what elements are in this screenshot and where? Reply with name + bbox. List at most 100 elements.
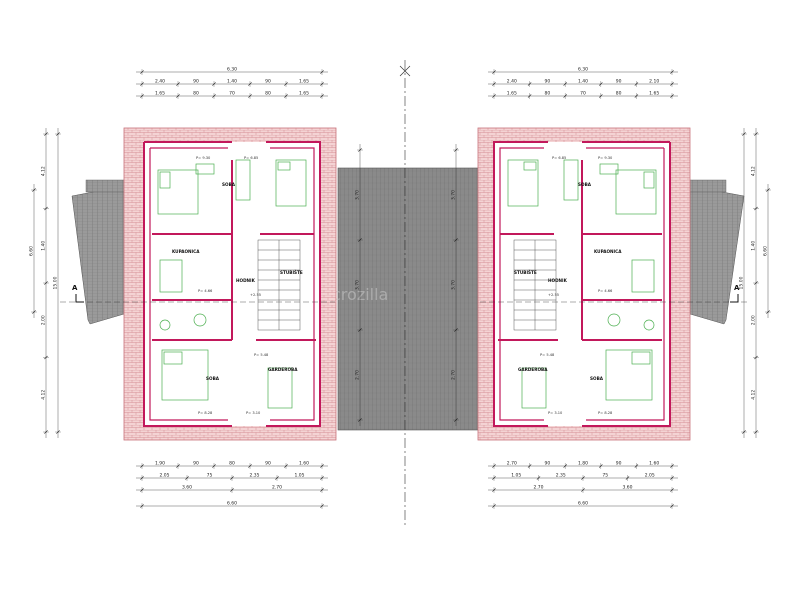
left-walls xyxy=(143,141,321,427)
dimension-label: 6.60 xyxy=(763,246,769,256)
left-room-bathroom: KUPAONICA xyxy=(172,249,200,254)
left-area-label: P= 3.10 xyxy=(246,411,261,415)
dimension-label: 80 xyxy=(616,91,622,97)
dimension-label: 15.00 xyxy=(739,276,745,289)
left-area-label: P= 5.48 xyxy=(254,353,269,357)
left-area-label: P= 6.85 xyxy=(244,156,258,160)
right-room-bedroom-top: SOBA xyxy=(578,182,592,187)
dimension-label: 75 xyxy=(602,473,608,479)
right-area-label: P= 9.30 xyxy=(598,156,613,160)
right-furniture xyxy=(507,159,657,409)
dimension-label: 2.70 xyxy=(355,370,361,380)
dimension-label: 3.60 xyxy=(622,485,632,491)
dimension-label: 90 xyxy=(265,79,271,85)
left-bottom-dim-row4: 6.60 xyxy=(136,501,328,509)
left-side-dims-a: 4.12 1.40 2.00 4.12 xyxy=(41,128,49,438)
right-level-mark: +2.55 xyxy=(548,293,559,297)
dimension-label: 2.10 xyxy=(649,79,659,85)
dimension-label: 90 xyxy=(193,79,199,85)
dimension-label: 2.70 xyxy=(451,370,457,380)
dimension-label: 1.05 xyxy=(294,473,304,479)
svg-text:A: A xyxy=(734,284,740,292)
left-stair xyxy=(257,239,301,331)
right-room-bedroom-bottom: SOBA xyxy=(590,376,604,381)
right-top-dim-row1: 6.30 xyxy=(488,67,678,75)
dimension-label: 90 xyxy=(616,79,622,85)
left-room-stair: STUBIŠTE xyxy=(280,270,303,275)
left-side-roof xyxy=(71,179,137,325)
dimension-label: 2.70 xyxy=(507,461,517,467)
dimension-label: 6.60 xyxy=(578,501,588,507)
dimension-label: 1.40 xyxy=(751,241,757,251)
left-furniture xyxy=(157,159,307,409)
svg-text:A: A xyxy=(72,284,78,292)
dimension-label: 1.90 xyxy=(155,461,165,467)
left-room-bedroom-top: SOBA xyxy=(222,182,236,187)
right-area-label: P= 6.85 xyxy=(552,156,566,160)
dimension-label: 90 xyxy=(545,461,551,467)
left-bottom-dim-row1: 1.90 90 80 90 1.60 xyxy=(136,461,328,469)
left-section-mark: A xyxy=(60,284,335,303)
dimension-label: 80 xyxy=(193,91,199,97)
dimension-label: 6.60 xyxy=(29,246,35,256)
dimension-label: 1.60 xyxy=(649,461,659,467)
right-room-stair: STUBIŠTE xyxy=(514,270,537,275)
dimension-chains: 6.30 2.40 90 1.40 90 1.65 1.65 80 70 80 1.65 6.30 2.… xyxy=(29,67,771,509)
dimension-label: 1.65 xyxy=(299,91,309,97)
dimension-label: 4.12 xyxy=(41,390,47,400)
dimension-label: 90 xyxy=(193,461,199,467)
dimension-label: 80 xyxy=(229,461,235,467)
dimension-label: 6.30 xyxy=(227,67,237,73)
right-side-dims-a: 4.121.402.004.12 xyxy=(751,128,759,438)
dimension-label: 90 xyxy=(616,461,622,467)
right-room-wardrobe: GARDEROBA xyxy=(518,367,548,372)
right-walls xyxy=(493,141,671,427)
right-room-bathroom: KUPAONICA xyxy=(594,249,622,254)
dimension-label: 1.65 xyxy=(507,91,517,97)
dimension-label: 90 xyxy=(265,461,271,467)
right-unit: SOBA KUPAONICA HODNIK STUBIŠTE SOBA GARD… xyxy=(477,127,750,441)
right-side-dims-c: 6.60 xyxy=(763,184,771,318)
right-bottom-dim-row4: 6.60 xyxy=(488,501,678,509)
right-stair xyxy=(513,239,557,331)
center-dims-left: 3.703.702.70 xyxy=(355,144,363,426)
dimension-label: 2.00 xyxy=(751,315,757,325)
dimension-label: 70 xyxy=(580,91,586,97)
dimension-label: 80 xyxy=(545,91,551,97)
dimension-label: 3.70 xyxy=(355,190,361,200)
dimension-label: 1.60 xyxy=(299,461,309,467)
dimension-label: 80 xyxy=(265,91,271,97)
dimension-label: 90 xyxy=(545,79,551,85)
left-top-dim-row3: 1.65 80 70 80 1.65 xyxy=(136,91,328,99)
dimension-label: 4.12 xyxy=(751,166,757,176)
dimension-label: 1.65 xyxy=(155,91,165,97)
dimension-label: 1.05 xyxy=(511,473,521,479)
dimension-label: 70 xyxy=(229,91,235,97)
left-unit: SOBA KUPAONICA HODNIK STUBIŠTE SOBA GARD… xyxy=(60,127,337,441)
dimension-label: 1.40 xyxy=(41,241,47,251)
dimension-label: 1.65 xyxy=(299,79,309,85)
left-side-dims-b: 15.00 xyxy=(53,128,61,438)
dimension-label: 3.60 xyxy=(182,485,192,491)
dimension-label: 3.70 xyxy=(451,280,457,290)
dimension-label: 4.12 xyxy=(41,166,47,176)
left-area-label: P= 4.66 xyxy=(198,289,213,293)
dimension-label: 2.00 xyxy=(41,315,47,325)
left-room-bedroom-bottom: SOBA xyxy=(206,376,220,381)
dimension-label: 2.05 xyxy=(159,473,169,479)
center-dims-right: 3.703.702.70 xyxy=(451,144,459,426)
left-level-mark: +2.55 xyxy=(250,293,261,297)
left-side-dims-c: 6.60 xyxy=(29,184,37,318)
dimension-label: 75 xyxy=(207,473,213,479)
dimension-label: 2.40 xyxy=(155,79,165,85)
dimension-label: 6.30 xyxy=(578,67,588,73)
left-room-hallway: HODNIK xyxy=(236,278,256,283)
dimension-label: 2.05 xyxy=(645,473,655,479)
